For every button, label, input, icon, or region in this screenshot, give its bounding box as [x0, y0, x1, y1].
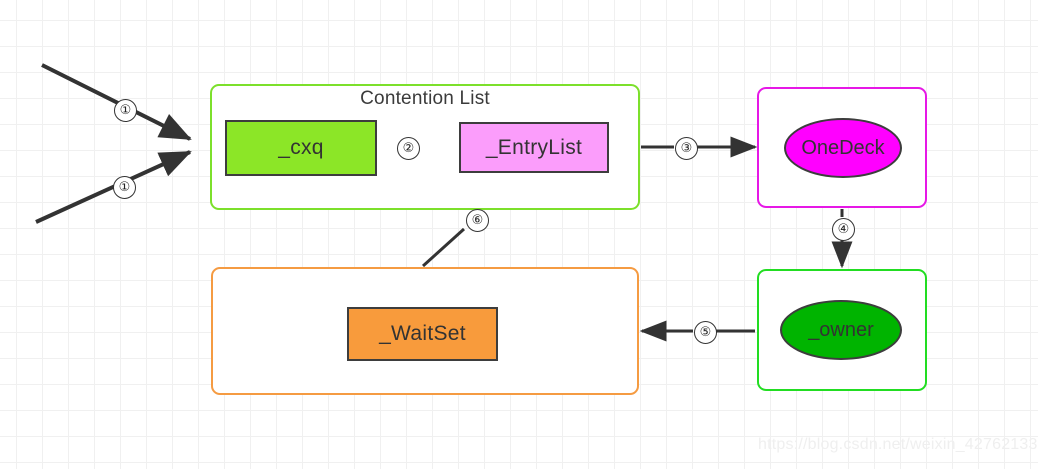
watermark-text: https://blog.csdn.net/weixin_42762133	[758, 436, 1038, 453]
step-marker-1b: ①	[113, 176, 136, 199]
waitset-node[interactable]: _WaitSet	[347, 307, 498, 361]
step-marker-1a: ①	[114, 99, 137, 122]
step-marker-6: ⑥	[466, 209, 489, 232]
cxq-node[interactable]: _cxq	[225, 120, 377, 176]
owner-node[interactable]: _owner	[780, 300, 902, 360]
step-marker-3: ③	[675, 137, 698, 160]
entrylist-node[interactable]: _EntryList	[459, 122, 609, 173]
contention-list-title: Contention List	[360, 88, 490, 109]
step-marker-2: ②	[397, 137, 420, 160]
step-marker-4: ④	[832, 218, 855, 241]
edge-6-segment-a	[421, 227, 466, 268]
onedeck-node[interactable]: OneDeck	[784, 118, 902, 178]
step-marker-5: ⑤	[694, 321, 717, 344]
